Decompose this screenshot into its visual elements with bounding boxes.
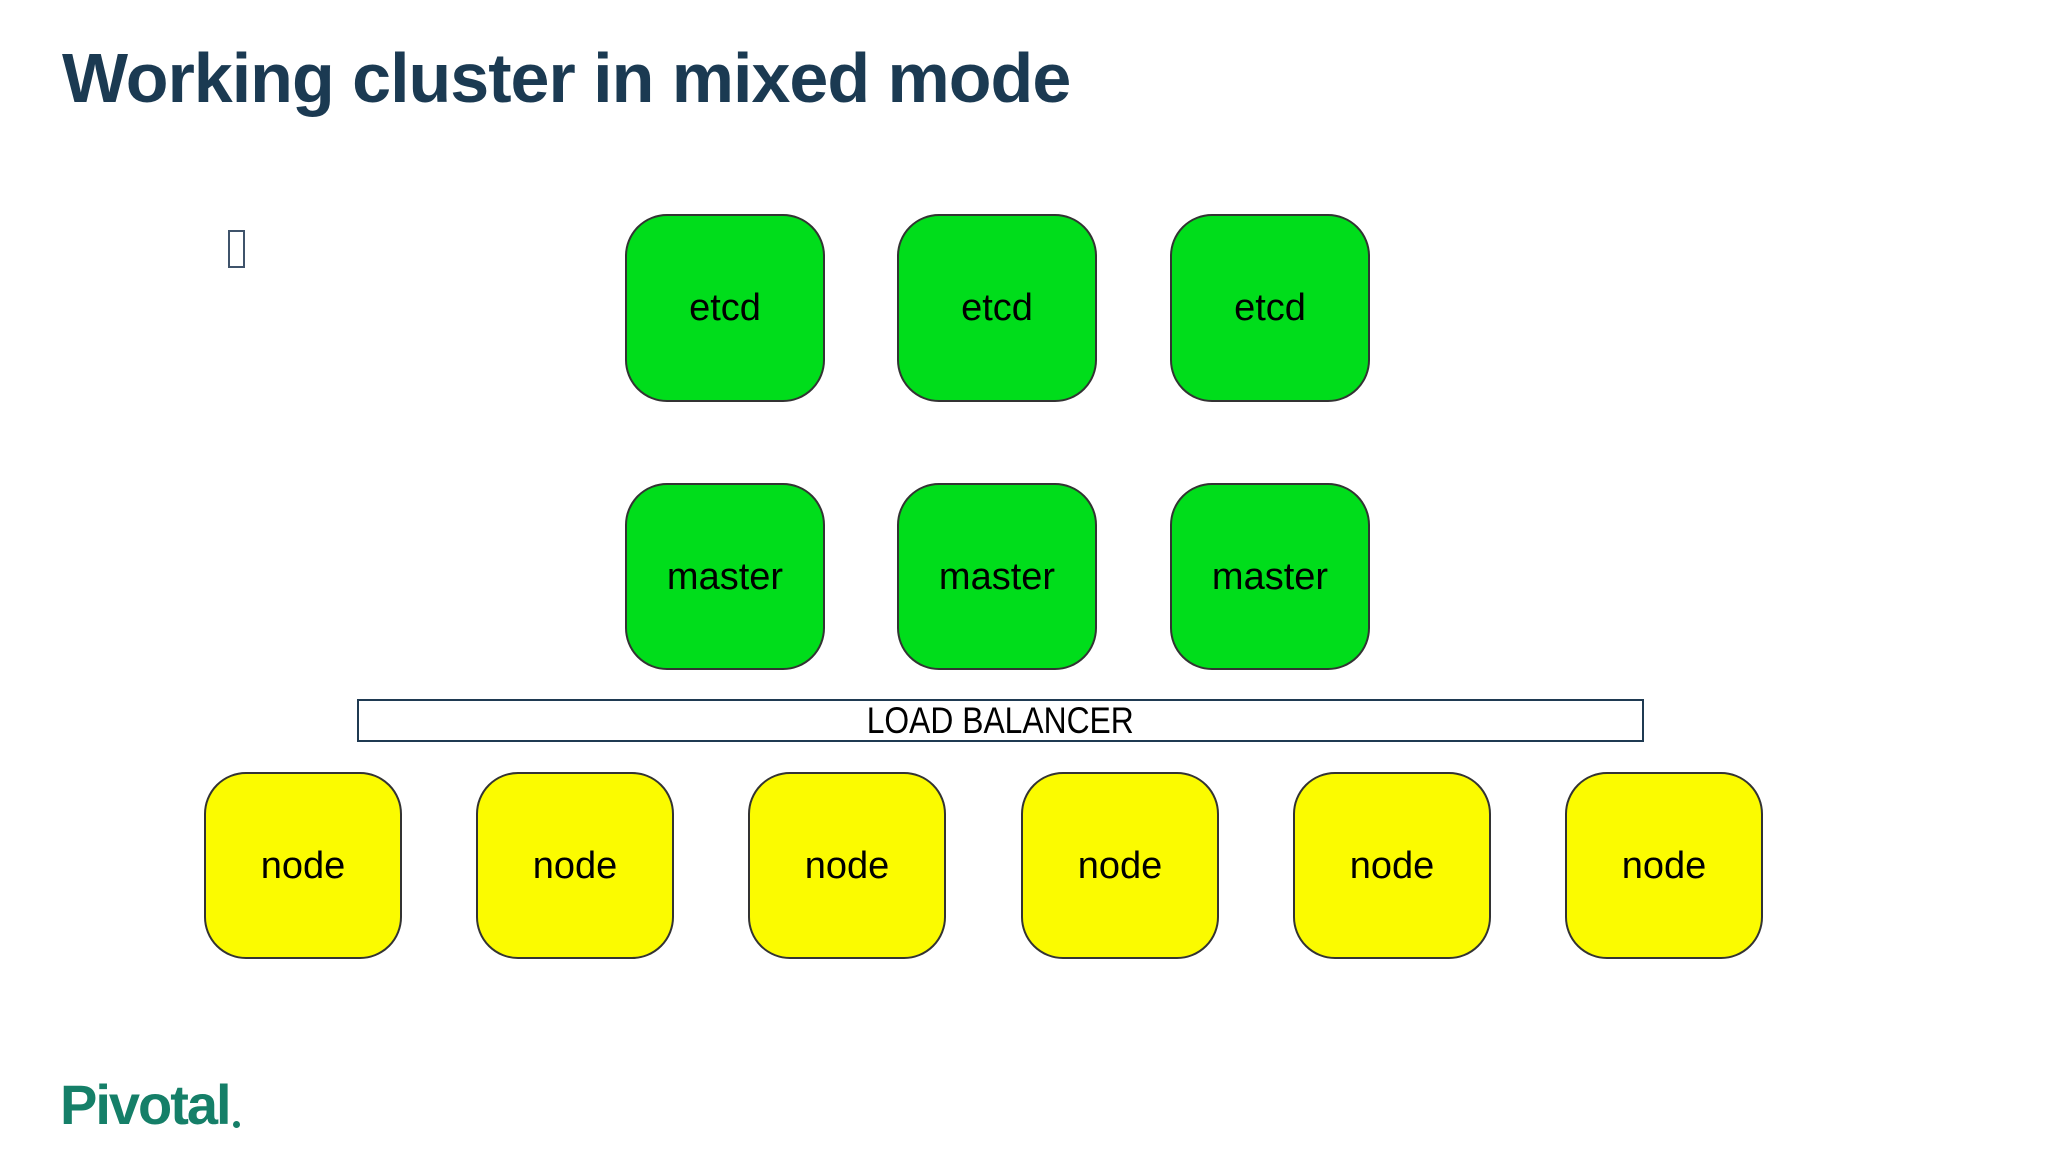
pivotal-logo-trademark-dot	[232, 1121, 240, 1128]
etcd-box-2: etcd	[897, 214, 1097, 402]
node-box-4: node	[1021, 772, 1219, 959]
master-box-2: master	[897, 483, 1097, 670]
missing-glyph-box	[228, 230, 245, 268]
etcd-box-label: etcd	[1234, 287, 1306, 329]
pivotal-logo-text: Pivotal	[60, 1073, 232, 1136]
node-box-2: node	[476, 772, 674, 959]
load-balancer-bar: LOAD BALANCER	[357, 699, 1644, 742]
master-box-label: master	[666, 555, 784, 598]
page-title: Working cluster in mixed mode	[62, 39, 1071, 117]
node-box-label: node	[804, 844, 890, 887]
master-box-3: master	[1170, 483, 1370, 670]
node-box-5: node	[1293, 772, 1491, 959]
master-box-label: master	[938, 555, 1056, 598]
node-box-label: node	[532, 844, 618, 887]
node-box-label: node	[1349, 844, 1435, 887]
master-box-label: master	[1211, 555, 1329, 598]
node-box-label: node	[1621, 844, 1707, 887]
etcd-box-1: etcd	[625, 214, 825, 402]
node-box-label: node	[260, 844, 346, 887]
node-box-3: node	[748, 772, 946, 959]
pivotal-logo: Pivotal	[60, 1072, 240, 1137]
etcd-box-label: etcd	[689, 287, 761, 329]
node-box-1: node	[204, 772, 402, 959]
etcd-box-label: etcd	[961, 287, 1033, 329]
node-box-label: node	[1077, 844, 1163, 887]
master-box-1: master	[625, 483, 825, 670]
etcd-box-3: etcd	[1170, 214, 1370, 402]
load-balancer-label: LOAD BALANCER	[866, 700, 1135, 741]
node-box-6: node	[1565, 772, 1763, 959]
